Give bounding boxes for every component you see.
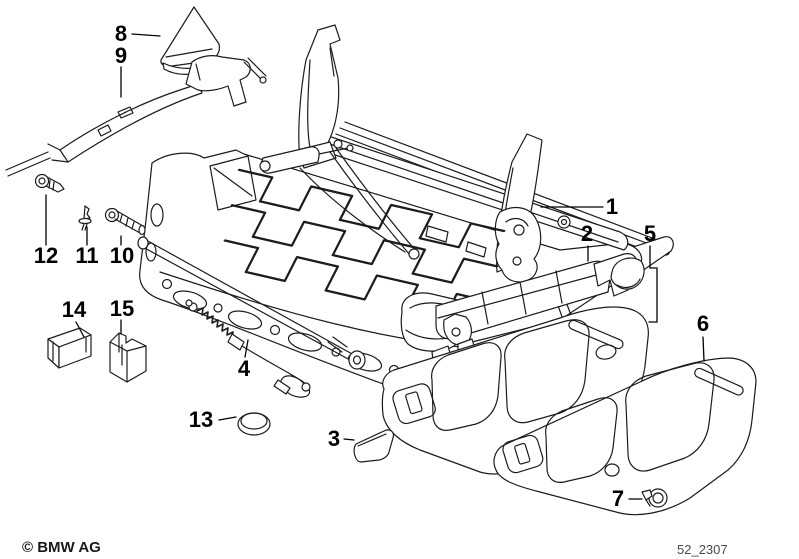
callout-leader-lines [45, 33, 705, 500]
leader-4 [244, 339, 249, 358]
callout-5: 5 [644, 221, 656, 246]
leader-5-bracket [648, 245, 658, 323]
part-7-knob [641, 488, 668, 508]
part-15-clip-bracket [109, 332, 147, 383]
callout-1: 1 [606, 194, 618, 219]
part-3-cover-cap [353, 429, 395, 463]
backrest-bracket-right [494, 133, 543, 283]
part-10-bolt [104, 207, 146, 236]
leader-13 [218, 416, 237, 421]
callout-11: 11 [75, 243, 98, 268]
callout-6: 6 [697, 311, 709, 336]
front-cross-tube [137, 236, 366, 370]
leader-14 [75, 321, 85, 338]
callout-2: 2 [581, 221, 593, 246]
copyright-text: © BMW AG [22, 539, 101, 556]
part-6-trim-panel-outer [493, 357, 757, 516]
leader-6 [702, 336, 705, 362]
part-4-bowden-cable [185, 299, 311, 398]
leader-3 [343, 438, 355, 441]
part-14-rail-cover [47, 327, 92, 369]
callout-3: 3 [328, 426, 340, 451]
tilt-strut-linkage [259, 144, 420, 260]
callout-8: 8 [115, 21, 127, 46]
callout-15: 15 [110, 296, 134, 321]
callout-14: 14 [62, 297, 87, 322]
callout-13: 13 [189, 407, 213, 432]
callout-12: 12 [34, 243, 58, 268]
callout-10: 10 [110, 243, 134, 268]
part-5-cover-cap [610, 257, 645, 290]
part-13-spacer-ring [237, 412, 271, 436]
callout-numbers: 1 2 3 4 5 6 7 8 9 10 11 12 13 14 15 [34, 21, 709, 511]
callout-9: 9 [115, 43, 127, 68]
callout-4: 4 [238, 356, 251, 381]
part-9-trim-strip [5, 55, 267, 177]
diagram-code: 52_2307 [677, 542, 728, 557]
leader-8 [131, 33, 161, 37]
part-12-screw [34, 173, 65, 193]
callout-7: 7 [612, 486, 624, 511]
part-11-clip [78, 205, 92, 231]
